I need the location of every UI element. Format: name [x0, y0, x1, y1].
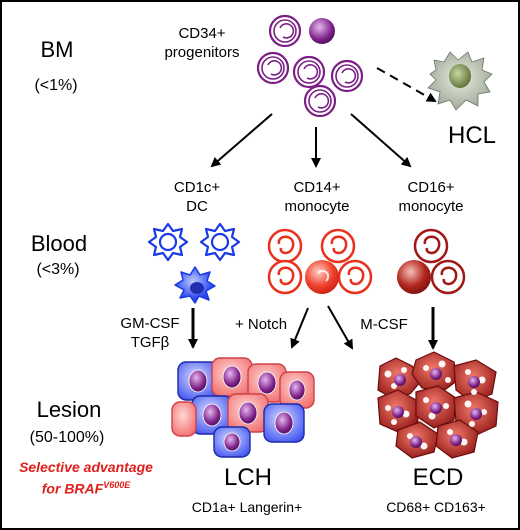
hcl-label: HCL [447, 122, 496, 149]
arrow-bm-to-hcl [376, 67, 437, 102]
factor-notch: + Notch [234, 316, 288, 333]
cd14-monocyte-label: CD14+ monocyte [284, 179, 350, 215]
stage-blood-percent: (<3%) [36, 261, 80, 278]
cd16-monocyte-label: CD16+ monocyte [398, 179, 464, 215]
cd16-monocyte-cells [397, 228, 466, 295]
factor-gm-csf-tgfb: GM-CSF TGFβ [120, 315, 180, 351]
cd1c-dc-label: CD1c+ DC [173, 179, 221, 215]
lch-markers: CD1a+ Langerin+ [191, 499, 303, 515]
ecd-markers: CD68+ CD163+ [386, 499, 486, 515]
lch-cell-cluster [171, 357, 315, 458]
lch-title: LCH [223, 464, 272, 491]
progenitor-cells [256, 14, 364, 118]
arrow-mono-to-lch [290, 307, 309, 349]
arrow-to-cd16 [350, 113, 412, 168]
arrow-mono-to-ecd [327, 305, 353, 350]
stage-blood-title: Blood [30, 231, 88, 256]
arrow-to-cd1c [210, 113, 273, 168]
stage-bm-percent: (<1%) [34, 77, 78, 94]
selective-advantage-note: Selective advantage for BRAFV600E [19, 459, 153, 497]
dendritic-cells [147, 222, 241, 304]
ecd-cell-cluster [377, 351, 499, 459]
ecd-title: ECD [412, 464, 464, 491]
hcl-cell-icon [427, 51, 493, 111]
factor-m-csf: M-CSF [360, 316, 408, 333]
progenitor-label: CD34+ progenitors [164, 25, 240, 61]
cd14-monocyte-cells [267, 228, 373, 295]
stage-bm-title: BM [40, 37, 74, 62]
stage-lesion-title: Lesion [36, 397, 102, 422]
stage-lesion-percent: (50-100%) [29, 429, 105, 446]
